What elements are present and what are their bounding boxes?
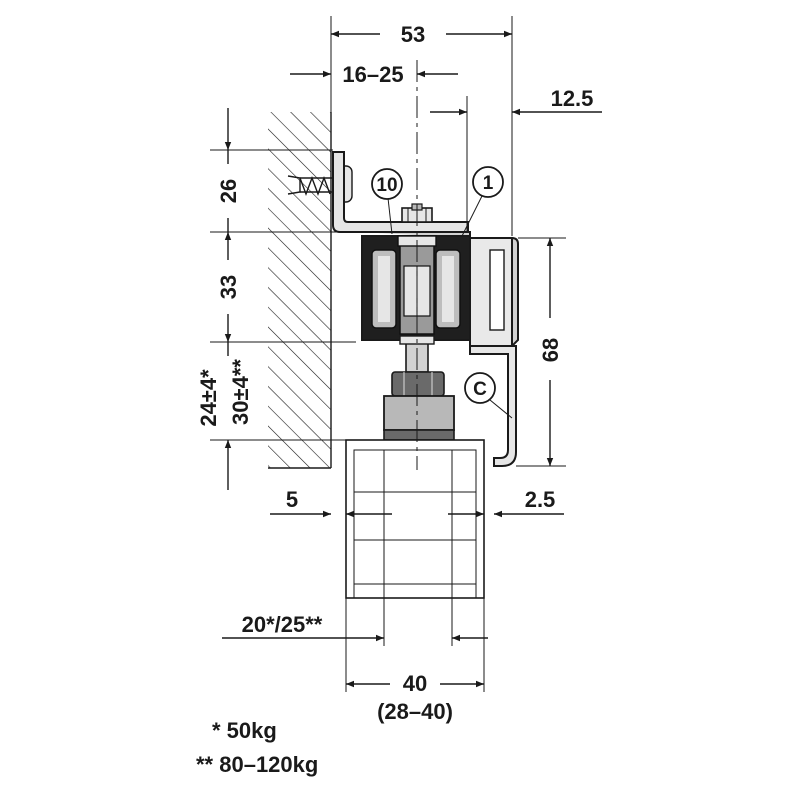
dim-16-25-label: 16–25 xyxy=(342,62,403,87)
callout-part-1: 1 xyxy=(461,166,504,237)
note-double-star: ** 80–120kg xyxy=(196,752,318,777)
dim-5-label: 5 xyxy=(286,487,298,512)
wall-section xyxy=(268,112,332,469)
callout-part-10: 10 xyxy=(371,168,403,235)
part-10-label: 10 xyxy=(376,175,397,196)
extension-lines xyxy=(210,16,566,692)
part-c-label: C xyxy=(473,379,487,400)
note-single-star: * 50kg xyxy=(212,718,277,743)
dim-24-30: 24±4* 30±4** xyxy=(196,342,253,490)
door-panel xyxy=(345,439,485,599)
dim-53-label: 53 xyxy=(401,22,425,47)
dim-20-25: 20*/25** xyxy=(222,612,488,642)
dim-12-5-label: 12.5 xyxy=(551,86,594,111)
guide-profile-c xyxy=(469,345,517,467)
dim-24-label: 24±4* xyxy=(196,369,221,427)
dim-40: 40 (28–40) xyxy=(346,671,484,724)
door-clamp xyxy=(383,371,455,441)
dim-53: 53 xyxy=(331,22,512,47)
dim-26-label: 26 xyxy=(216,179,241,203)
dim-20-25-label: 20*/25** xyxy=(242,612,323,637)
roller-carriage xyxy=(361,235,471,341)
dim-30-label: 30±4** xyxy=(228,359,253,425)
load-notes: * 50kg ** 80–120kg xyxy=(196,718,318,777)
dim-16-25: 16–25 xyxy=(290,62,458,87)
wall-bracket xyxy=(332,151,469,233)
dim-26: 26 xyxy=(216,108,241,232)
dim-2-5-label: 2.5 xyxy=(525,487,556,512)
dim-5: 5 xyxy=(270,487,392,518)
part-1-label: 1 xyxy=(483,173,494,194)
dim-33-label: 33 xyxy=(216,275,241,299)
dim-28-40-label: (28–40) xyxy=(377,699,453,724)
dim-12-5: 12.5 xyxy=(430,86,602,116)
dim-33: 33 xyxy=(216,232,241,342)
dim-68-label: 68 xyxy=(538,338,563,362)
dim-2-5: 2.5 xyxy=(448,487,564,518)
dim-40-label: 40 xyxy=(403,671,427,696)
callout-part-c: C xyxy=(464,372,513,419)
dim-68: 68 xyxy=(538,238,563,466)
